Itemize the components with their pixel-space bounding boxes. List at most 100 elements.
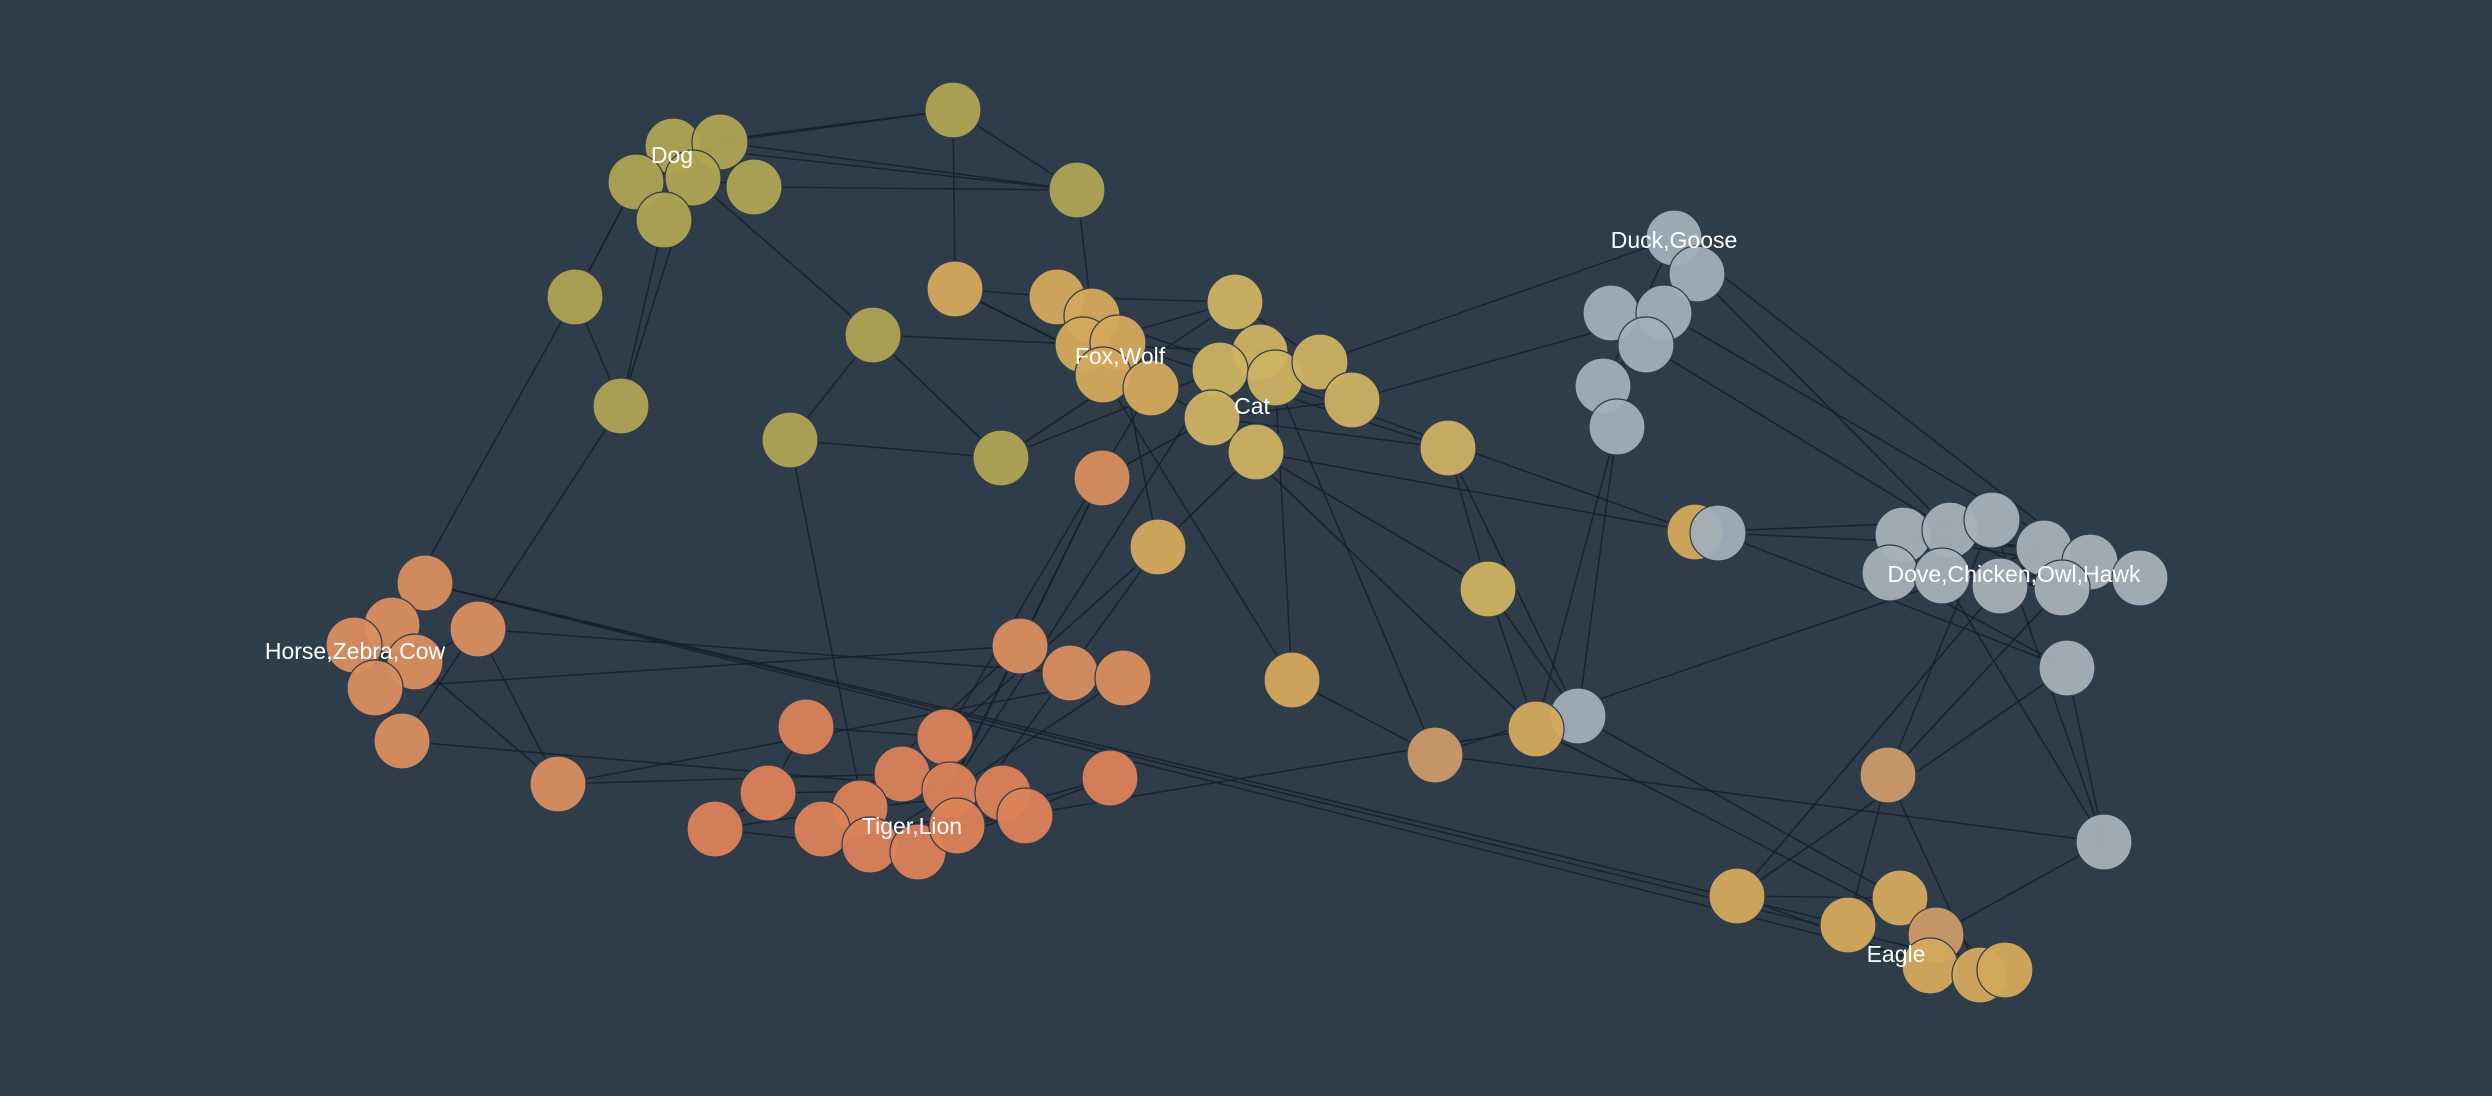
- graph-node-cat[interactable]: [1419, 419, 1477, 477]
- graph-node-tigerlion[interactable]: [928, 797, 986, 855]
- graph-node-tigerlion[interactable]: [793, 800, 851, 858]
- graph-edge: [692, 177, 874, 336]
- cluster-label-duck-goose: Duck,Goose: [1611, 227, 1738, 253]
- graph-node-dog[interactable]: [725, 158, 783, 216]
- graph-node-dog[interactable]: [546, 268, 604, 326]
- graph-node-foxwolf[interactable]: [1263, 651, 1321, 709]
- graph-node-duckgoose[interactable]: [1617, 316, 1675, 374]
- graph-node-horse[interactable]: [449, 600, 507, 658]
- graph-edge: [869, 677, 1124, 846]
- graph-node-tigerlion[interactable]: [916, 708, 974, 766]
- cluster-label-dog: Dog: [651, 142, 693, 168]
- graph-node-duckgoose[interactable]: [1668, 245, 1726, 303]
- graph-node-horse[interactable]: [346, 659, 404, 717]
- graph-node-foxwolf[interactable]: [1122, 359, 1180, 417]
- graph-edge: [1577, 715, 1901, 899]
- graph-node-birds[interactable]: [1913, 547, 1971, 605]
- graph-node-dog[interactable]: [592, 377, 650, 435]
- graph-node-tigerlion[interactable]: [739, 764, 797, 822]
- graph-node-birds[interactable]: [2033, 559, 2091, 617]
- graph-node-foxwolf[interactable]: [1708, 867, 1766, 925]
- graph-node-tigerlion[interactable]: [996, 787, 1054, 845]
- graph-node-foxwolf[interactable]: [926, 260, 984, 318]
- graph-node-cat[interactable]: [1183, 389, 1241, 447]
- graph-edge: [1941, 575, 2105, 843]
- graph-node-birds[interactable]: [2038, 639, 2096, 697]
- graph-edge: [620, 219, 665, 407]
- graph-node-cat[interactable]: [1323, 371, 1381, 429]
- graph-edge: [1319, 237, 1675, 363]
- graph-node-horse[interactable]: [386, 633, 444, 691]
- graph-node-duckgoose[interactable]: [1689, 504, 1747, 562]
- graph-node-tigerlion[interactable]: [777, 698, 835, 756]
- graph-edge: [1577, 426, 1618, 717]
- graph-edge: [1000, 369, 1221, 459]
- graph-node-horse[interactable]: [529, 755, 587, 813]
- graph-node-foxwolf[interactable]: [1507, 700, 1565, 758]
- graph-node-cat[interactable]: [1459, 560, 1517, 618]
- graph-node-horse[interactable]: [1041, 644, 1099, 702]
- graph-node-cat[interactable]: [1206, 273, 1264, 331]
- graph-edge: [719, 109, 954, 143]
- graph-node-foxwolf[interactable]: [1129, 518, 1187, 576]
- graph-node-horse[interactable]: [1073, 449, 1131, 507]
- graph-edge: [1211, 417, 1449, 449]
- graph-edge: [719, 141, 1078, 191]
- graph-edge: [1645, 344, 1951, 531]
- graph-node-duckgoose[interactable]: [1588, 398, 1646, 456]
- graph-node-birds[interactable]: [1963, 491, 2021, 549]
- graph-node-foxwolf[interactable]: [1871, 869, 1929, 927]
- nodes-layer: [325, 81, 2169, 1004]
- cluster-label-eagle: Eagle: [1867, 941, 1926, 967]
- graph-node-birds[interactable]: [2075, 813, 2133, 871]
- graph-node-horse[interactable]: [1094, 649, 1152, 707]
- graph-edge: [1935, 841, 2105, 936]
- graph-node-horse[interactable]: [396, 554, 454, 612]
- graph-node-horse[interactable]: [991, 617, 1049, 675]
- graph-node-dog[interactable]: [761, 411, 819, 469]
- graph-edge: [1274, 377, 1293, 681]
- graph-node-cat[interactable]: [1227, 423, 1285, 481]
- graph-edge: [1091, 315, 1696, 533]
- cluster-label-birds: Dove,Chicken,Owl,Hawk: [1887, 561, 2141, 587]
- graph-node-cat[interactable]: [1291, 333, 1349, 391]
- cluster-label-tiger-lion: Tiger,Lion: [862, 813, 962, 839]
- graph-node-dog[interactable]: [664, 149, 722, 207]
- graph-node-cat[interactable]: [1191, 341, 1249, 399]
- graph-edge: [1535, 728, 1937, 936]
- graph-node-eagle[interactable]: [1406, 726, 1464, 784]
- graph-node-eagle[interactable]: [1859, 746, 1917, 804]
- cluster-label-cat: Cat: [1234, 393, 1270, 419]
- graph-edge: [477, 628, 559, 785]
- graph-edge: [1736, 585, 2001, 897]
- graph-edge: [753, 186, 1078, 191]
- graph-edge: [1673, 237, 2091, 563]
- graph-node-horse[interactable]: [373, 712, 431, 770]
- graph-edge: [557, 773, 903, 785]
- graph-node-dog[interactable]: [635, 191, 693, 249]
- graph-node-birds[interactable]: [1971, 557, 2029, 615]
- graph-node-foxwolf[interactable]: [1976, 941, 2034, 999]
- graph-edge: [1274, 377, 1436, 756]
- graph-edge: [1887, 519, 1993, 776]
- graph-node-foxwolf[interactable]: [1819, 896, 1877, 954]
- graph-node-tigerlion[interactable]: [1081, 749, 1139, 807]
- graph-node-dog[interactable]: [1048, 161, 1106, 219]
- graph-node-birds[interactable]: [2111, 549, 2169, 607]
- graph-edge: [401, 405, 622, 742]
- graph-edge: [872, 334, 1002, 459]
- graph-edge: [944, 387, 1152, 738]
- graph-node-dog[interactable]: [972, 429, 1030, 487]
- graph-edge: [789, 439, 1002, 459]
- cluster-label-fox-wolf: Fox,Wolf: [1075, 343, 1166, 369]
- graph-edge: [1434, 754, 2105, 843]
- graph-node-dog[interactable]: [844, 306, 902, 364]
- graph-edge: [424, 582, 1849, 926]
- graph-edge: [557, 677, 1124, 785]
- graph-node-tigerlion[interactable]: [686, 800, 744, 858]
- graph-node-dog[interactable]: [924, 81, 982, 139]
- graph-edge: [2066, 667, 2105, 843]
- graph-edge: [1255, 451, 1489, 590]
